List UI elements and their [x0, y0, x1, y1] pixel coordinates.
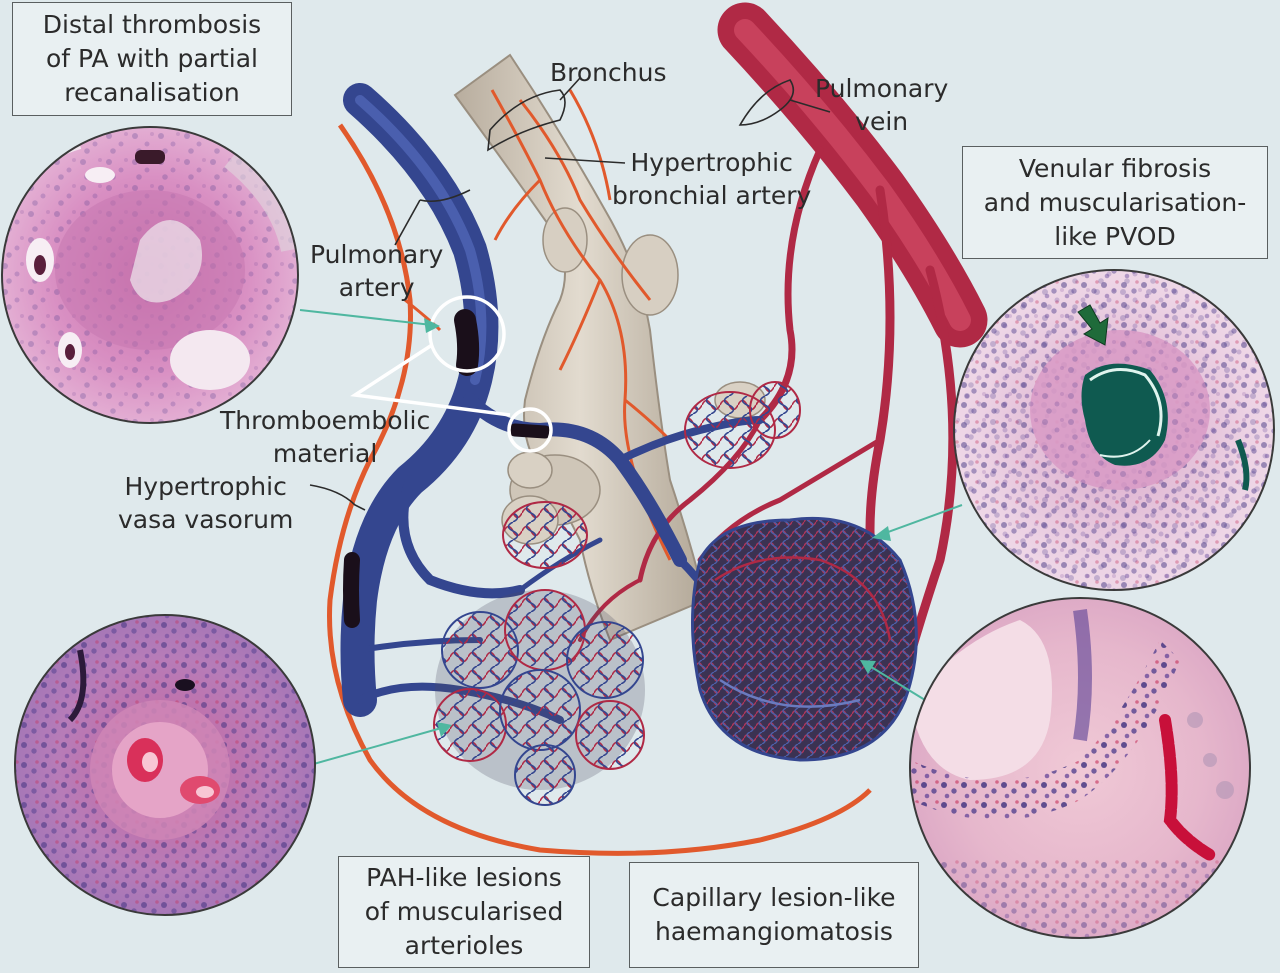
- histology-micrograph: [909, 597, 1251, 939]
- label-line: Bronchus: [550, 58, 667, 87]
- histology-micrograph: [953, 269, 1275, 591]
- pulmonary-artery-shape: [340, 83, 764, 724]
- label-line: Pulmonary: [310, 240, 444, 269]
- box-line: Venular fibrosis: [1018, 153, 1212, 183]
- box-line: Capillary lesion-like: [652, 883, 896, 912]
- label-line: Hypertrophic: [630, 148, 793, 177]
- label-line: Hypertrophic: [124, 472, 287, 501]
- capillary-cluster-small: [502, 381, 801, 569]
- thromboembolic-marker: [350, 295, 553, 453]
- label-line: bronchial artery: [612, 181, 812, 210]
- label-hypertrophic-vasa-vasorum: Hypertrophic vasa vasorum: [118, 470, 293, 536]
- box-line: recanalisation: [64, 78, 240, 107]
- histology-micrograph: [14, 614, 316, 916]
- label-line: material: [272, 439, 378, 468]
- label-box-venular-fibrosis: Venular fibrosis and muscularisation- li…: [962, 146, 1268, 259]
- box-line: and muscularisation-: [983, 187, 1247, 217]
- box-line: haemangiomatosis: [655, 917, 893, 946]
- green-arrow-icon: [1077, 304, 1109, 346]
- box-line: PAH-like lesions: [366, 863, 562, 892]
- label-box-distal-thrombosis: Distal thrombosis of PA with partial rec…: [12, 2, 292, 116]
- label-pulmonary-artery: Pulmonary artery: [310, 238, 443, 304]
- histology-micrograph: [1, 126, 299, 424]
- vasa-vasorum-shape: [327, 123, 872, 856]
- label-line: Thromboembolic: [220, 406, 431, 435]
- box-line: arterioles: [404, 931, 524, 960]
- label-bronchus: Bronchus: [550, 56, 666, 89]
- label-thromboembolic-material: Thromboembolic material: [220, 404, 430, 470]
- thrombus-mark: [508, 423, 552, 439]
- label-hypertrophic-bronchial-artery: Hypertrophic bronchial artery: [612, 146, 811, 212]
- pointer-arrow: [299, 309, 963, 766]
- label-line: Pulmonary: [815, 74, 949, 103]
- leader-lines: [309, 77, 831, 511]
- box-line: like PVOD: [1054, 221, 1176, 251]
- thrombus-mark: [454, 309, 480, 376]
- label-line: vein: [855, 107, 909, 136]
- label-line: vasa vasorum: [118, 505, 294, 534]
- box-line: of muscularised: [364, 897, 564, 926]
- pah-like-lesion-cluster: [433, 589, 645, 806]
- haemangiomatosis-cluster: [691, 516, 918, 762]
- label-line: artery: [338, 273, 415, 302]
- label-box-pah-like-lesions: PAH-like lesions of muscularised arterio…: [338, 856, 590, 968]
- label-box-capillary-lesion: Capillary lesion-like haemangiomatosis: [629, 862, 919, 968]
- box-line: of PA with partial: [45, 44, 259, 73]
- box-line: Distal thrombosis: [42, 10, 262, 39]
- label-pulmonary-vein: Pulmonary vein: [815, 72, 948, 138]
